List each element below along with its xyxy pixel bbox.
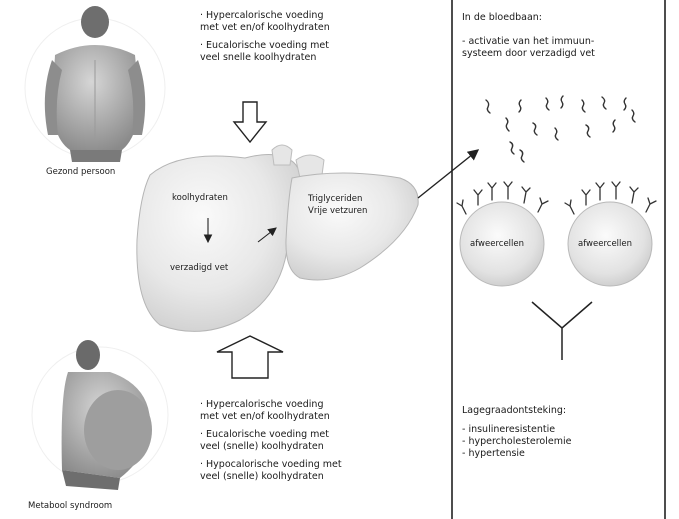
- metabolic-caption: Metabool syndroom: [28, 500, 112, 512]
- bottom-diet-item-1: · Hypercalorische voeding met vet en/of …: [200, 399, 342, 423]
- immune-cell-left: [457, 182, 548, 286]
- liver-triglycerides-label: Triglyceriden Vrije vetzuren: [308, 193, 367, 217]
- liver-carbohydrates-label: koolhydraten: [172, 192, 228, 204]
- top-diet-item-1: · Hypercalorische voeding met vet en/of …: [200, 10, 330, 34]
- liver-illustration: [137, 145, 418, 331]
- liver-to-blood-arrow: [418, 150, 478, 198]
- liver-saturated-fat-label: verzadigd vet: [170, 262, 228, 274]
- immune-cell-label-left: afweercellen: [470, 238, 524, 250]
- inflammation-title: Lagegraadontsteking:: [462, 405, 566, 417]
- up-arrow-icon: [217, 336, 283, 378]
- healthy-person-illustration: [25, 6, 165, 162]
- healthy-caption: Gezond persoon: [46, 166, 115, 178]
- down-arrow-icon: [234, 102, 266, 142]
- blood-title: In de bloedbaan:: [462, 12, 542, 24]
- bottom-diet-list: · Hypercalorische voeding met vet en/of …: [200, 399, 342, 483]
- inflammation-item-1: - insulineresistentie: [462, 424, 571, 436]
- immune-cell-right: [565, 182, 656, 286]
- inflammation-item-3: - hypertensie: [462, 448, 571, 460]
- merge-arrow: [532, 302, 592, 360]
- immune-cell-label-right: afweercellen: [578, 238, 632, 250]
- inflammation-item-2: - hypercholesterolemie: [462, 436, 571, 448]
- metabolic-person-illustration: [32, 340, 168, 490]
- top-diet-item-2: · Eucalorische voeding met veel snelle k…: [200, 40, 330, 64]
- inflammation-list: - insulineresistentie - hypercholesterol…: [462, 424, 571, 460]
- fatty-acid-molecules: [486, 96, 635, 162]
- bottom-diet-item-3: · Hypocalorische voeding met veel (snell…: [200, 459, 342, 483]
- blood-subtitle: - activatie van het immuun- systeem door…: [462, 36, 595, 60]
- top-diet-list: · Hypercalorische voeding met vet en/of …: [200, 10, 330, 64]
- bottom-diet-item-2: · Eucalorische voeding met veel (snelle)…: [200, 429, 342, 453]
